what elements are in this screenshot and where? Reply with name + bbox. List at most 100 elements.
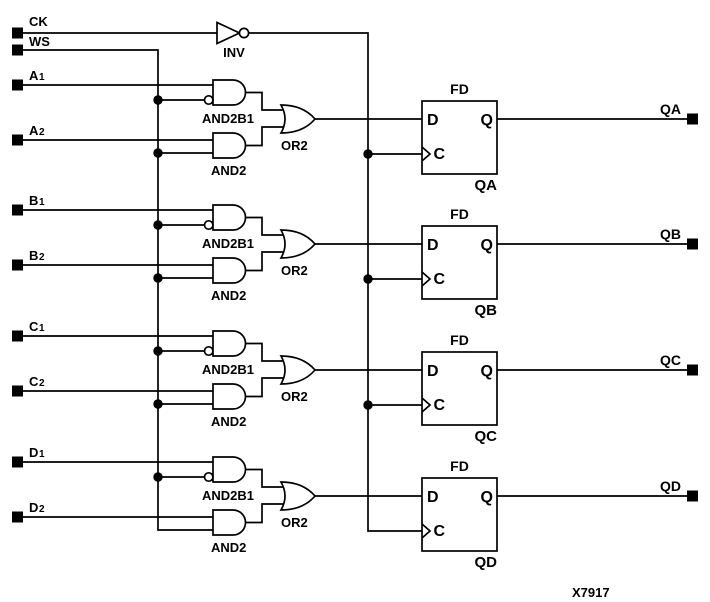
c2-input-label: C bbox=[29, 374, 39, 389]
qd-output-label: QD bbox=[660, 478, 681, 494]
b-ff-pin-q-label: Q bbox=[481, 237, 493, 254]
qb-output-label: QB bbox=[660, 226, 681, 242]
d-and2b1-bubble-icon bbox=[203, 471, 214, 483]
d1-input-subscript: 1 bbox=[39, 449, 45, 460]
b-ff-box bbox=[421, 225, 498, 300]
c-and2-gate-icon bbox=[212, 383, 247, 410]
ws-wire bbox=[23, 49, 213, 531]
b-and2b1-bubble-icon bbox=[203, 219, 214, 231]
c-and2b1-out-wire bbox=[245, 342, 287, 362]
b-junction-dot-clock bbox=[363, 274, 373, 284]
c-and2b1-label: AND2B1 bbox=[202, 362, 254, 377]
d-ff-pin-c-label: C bbox=[434, 523, 446, 540]
stage-d: D 1 D 2 AND2B1 AND2 OR2 FD D Q C QD QD bbox=[12, 445, 698, 571]
a-and2-gate-icon bbox=[212, 132, 247, 159]
d-and2b1-gate-icon bbox=[212, 456, 247, 483]
ws-input-label: WS bbox=[29, 34, 50, 49]
qc-output-label: QC bbox=[660, 352, 681, 368]
d2-input-subscript: 2 bbox=[39, 504, 45, 515]
a-ff-instance-label: QA bbox=[475, 177, 498, 194]
c1-input-label: C bbox=[29, 319, 39, 334]
c2-input-pad bbox=[12, 385, 23, 397]
a-and2-label: AND2 bbox=[211, 163, 246, 178]
b-ff-type-label: FD bbox=[450, 206, 469, 222]
stage-b: B 1 B 2 AND2B1 AND2 OR2 FD D Q C QB QB bbox=[12, 193, 698, 319]
a-junction-dot-clock bbox=[363, 149, 373, 159]
c-ff-box bbox=[421, 351, 498, 426]
qc-output-pad bbox=[687, 364, 698, 376]
a-ff-box bbox=[421, 100, 498, 175]
qa-output-pad bbox=[687, 113, 698, 125]
a1-input-subscript: 1 bbox=[39, 72, 45, 83]
b-and2b1-gate-icon bbox=[212, 204, 247, 231]
a-or2-label: OR2 bbox=[281, 138, 308, 153]
b2-input-pad bbox=[12, 259, 23, 271]
a-and2-out-wire bbox=[245, 126, 287, 147]
d2-input-label: D bbox=[29, 500, 38, 515]
ck-input-pad bbox=[12, 27, 23, 39]
d-and2-label: AND2 bbox=[211, 540, 246, 555]
a-and2b1-gate-icon bbox=[212, 79, 247, 106]
d1-input-pad bbox=[12, 456, 23, 468]
b-and2b1-label: AND2B1 bbox=[202, 236, 254, 251]
a-and2b1-bubble-icon bbox=[203, 94, 214, 106]
a-ff-pin-d-label: D bbox=[427, 112, 439, 129]
c-junction-dot-and2 bbox=[153, 399, 163, 409]
inv-gate-icon bbox=[216, 21, 242, 45]
inv-bubble-icon bbox=[238, 27, 250, 39]
ck-input-label: CK bbox=[29, 14, 48, 29]
a-ff-type-label: FD bbox=[450, 81, 469, 97]
b-and2b1-out-wire bbox=[245, 216, 287, 236]
a-or2-gate-icon bbox=[279, 104, 317, 134]
a-ff-pin-c-label: C bbox=[434, 146, 446, 163]
b1-input-pad bbox=[12, 204, 23, 216]
qd-output-pad bbox=[687, 490, 698, 502]
b-and2-out-wire bbox=[245, 251, 287, 272]
inv-gate-label: INV bbox=[223, 45, 245, 60]
d-and2b1-out-wire bbox=[245, 468, 287, 488]
b-or2-gate-icon bbox=[279, 229, 317, 259]
a-and2b1-out-wire bbox=[245, 91, 287, 111]
write-select-net: WS bbox=[12, 34, 213, 531]
c-and2b1-bubble-icon bbox=[203, 345, 214, 357]
b2-input-subscript: 2 bbox=[39, 252, 45, 263]
qa-output-label: QA bbox=[660, 101, 681, 117]
d-ff-box bbox=[421, 477, 498, 552]
c-and2b1-gate-icon bbox=[212, 330, 247, 357]
b-or2-label: OR2 bbox=[281, 263, 308, 278]
stage-a: A 1 A 2 AND2B1 AND2 OR2 FD D Q C QA QA bbox=[12, 68, 698, 194]
d-ff-instance-label: QD bbox=[475, 554, 498, 571]
c-and2-out-wire bbox=[245, 377, 287, 398]
b2-input-label: B bbox=[29, 248, 38, 263]
figure-code-label: X7917 bbox=[572, 585, 610, 600]
d1-input-label: D bbox=[29, 445, 38, 460]
d-ff-pin-q-label: Q bbox=[481, 489, 493, 506]
b-ff-pin-d-label: D bbox=[427, 237, 439, 254]
a1-input-label: A bbox=[29, 68, 39, 83]
b-and2-label: AND2 bbox=[211, 288, 246, 303]
clock-net: CK INV bbox=[12, 14, 422, 532]
a-junction-dot-and2b1 bbox=[153, 95, 163, 105]
a-ff-clock-triangle-icon bbox=[421, 146, 432, 162]
d-or2-gate-icon bbox=[279, 481, 317, 511]
ws-input-pad bbox=[12, 44, 23, 56]
c1-input-pad bbox=[12, 330, 23, 342]
a2-input-label: A bbox=[29, 123, 39, 138]
c-ff-pin-q-label: Q bbox=[481, 363, 493, 380]
qb-output-pad bbox=[687, 238, 698, 250]
a1-input-pad bbox=[12, 79, 23, 91]
c-junction-dot-clock bbox=[363, 400, 373, 410]
b1-input-label: B bbox=[29, 193, 38, 208]
b1-input-subscript: 1 bbox=[39, 197, 45, 208]
d-ff-clock-triangle-icon bbox=[421, 523, 432, 539]
d2-input-pad bbox=[12, 511, 23, 523]
a2-input-pad bbox=[12, 134, 23, 146]
b-junction-dot-and2b1 bbox=[153, 220, 163, 230]
d-ff-type-label: FD bbox=[450, 458, 469, 474]
c2-input-subscript: 2 bbox=[39, 378, 45, 389]
b-junction-dot-and2 bbox=[153, 273, 163, 283]
c-or2-label: OR2 bbox=[281, 389, 308, 404]
b-and2-gate-icon bbox=[212, 257, 247, 284]
c-ff-pin-c-label: C bbox=[434, 397, 446, 414]
c-ff-instance-label: QC bbox=[475, 428, 498, 445]
